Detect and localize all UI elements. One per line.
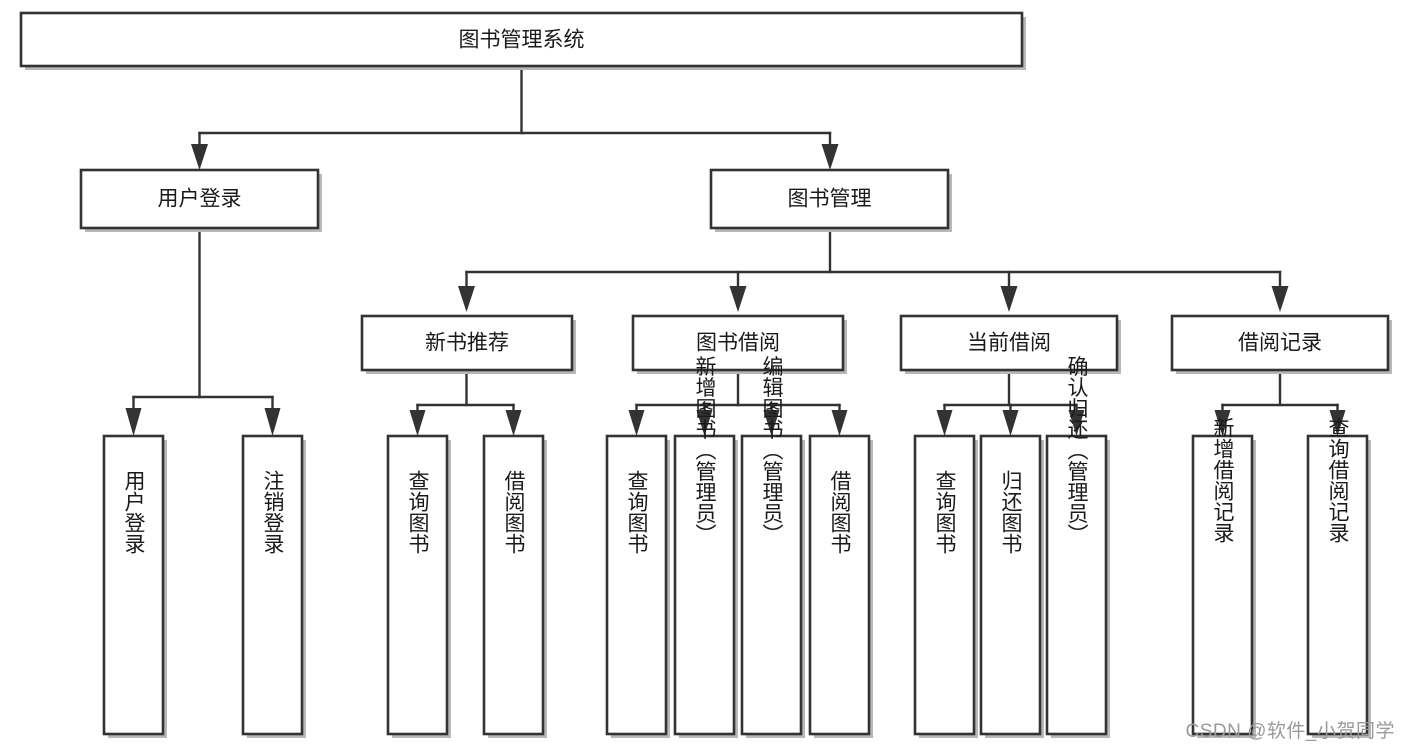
arrow-book-borrow-leaf-1 <box>628 410 645 436</box>
node-leaf-current-borrow-1[interactable]: 查询图书 <box>913 434 978 738</box>
node-leaf-current-borrow-3[interactable]: 确认归还（管理员） <box>1045 356 1110 739</box>
arrow-to-book-borrow <box>729 286 747 312</box>
node-leaf-borrow-record-2-label: 查询借阅记录 <box>1326 417 1350 543</box>
node-user-login-label: 用户登录 <box>158 188 242 211</box>
node-leaf-user-login-2[interactable]: 注销登录 <box>241 434 306 738</box>
node-leaf-borrow-record-1-label: 新增借阅记录 <box>1211 417 1235 543</box>
node-current-borrow-label: 当前借阅 <box>967 332 1051 355</box>
node-root[interactable]: 图书管理系统 <box>19 11 1026 70</box>
node-leaf-current-borrow-2[interactable]: 归还图书 <box>979 434 1044 738</box>
arrow-root-to-user-login <box>191 144 208 170</box>
node-user-login[interactable]: 用户登录 <box>79 168 322 232</box>
node-book-borrow[interactable]: 图书借阅 <box>631 314 847 374</box>
arrow-to-new-book <box>458 286 475 312</box>
node-new-book-recommend-label: 新书推荐 <box>425 332 509 355</box>
node-leaf-book-borrow-2[interactable]: 新增图书（管理员） <box>673 356 738 739</box>
node-leaf-current-borrow-3-label: 确认归还（管理员） <box>1065 356 1089 545</box>
arrow-current-borrow-leaf-3 <box>1068 410 1085 436</box>
node-borrow-record-label: 借阅记录 <box>1238 332 1322 355</box>
node-leaf-book-borrow-3[interactable]: 编辑图书（管理员） <box>740 356 805 739</box>
node-book-borrow-label: 图书借阅 <box>696 332 780 355</box>
node-book-management-label: 图书管理 <box>788 188 872 211</box>
arrow-user-login-leaf-1 <box>125 408 142 436</box>
arrow-root-to-book-mgmt <box>821 144 839 170</box>
node-leaf-book-borrow-4[interactable]: 借阅图书 <box>808 434 873 738</box>
node-leaf-new-book-1[interactable]: 查询图书 <box>386 434 451 738</box>
arrow-book-borrow-leaf-2 <box>696 410 713 436</box>
node-leaf-book-borrow-1[interactable]: 查询图书 <box>605 434 670 738</box>
arrow-user-login-leaf-2 <box>264 408 281 436</box>
connector-layer <box>125 64 1346 436</box>
node-book-management[interactable]: 图书管理 <box>709 168 952 232</box>
arrow-current-borrow-leaf-1 <box>936 410 953 436</box>
node-leaf-new-book-1-label: 查询图书 <box>406 470 430 554</box>
node-current-borrow[interactable]: 当前借阅 <box>899 314 1121 374</box>
node-root-label: 图书管理系统 <box>459 29 585 52</box>
arrow-new-book-leaf-2 <box>505 410 522 436</box>
arrow-book-borrow-leaf-3 <box>763 410 780 436</box>
node-leaf-current-borrow-2-label: 归还图书 <box>999 470 1023 554</box>
node-leaf-borrow-record-2[interactable]: 查询借阅记录 <box>1306 417 1371 738</box>
node-leaf-user-login-1[interactable]: 用户登录 <box>102 434 167 738</box>
node-leaf-book-borrow-2-label: 新增图书（管理员） <box>693 356 717 545</box>
arrow-to-current-borrow <box>1000 286 1018 312</box>
node-leaf-book-borrow-3-label: 编辑图书（管理员） <box>760 356 784 545</box>
arrow-to-borrow-record <box>1271 286 1289 312</box>
node-leaf-current-borrow-1-label: 查询图书 <box>933 470 957 554</box>
arrow-book-borrow-leaf-4 <box>831 410 848 436</box>
node-leaf-book-borrow-4-label: 借阅图书 <box>828 470 852 554</box>
node-leaf-book-borrow-1-label: 查询图书 <box>625 470 649 554</box>
node-leaf-user-login-2-label: 注销登录 <box>261 470 285 554</box>
arrow-borrow-record-leaf-2 <box>1329 410 1346 436</box>
node-borrow-record[interactable]: 借阅记录 <box>1170 314 1392 374</box>
node-leaf-new-book-2[interactable]: 借阅图书 <box>482 434 547 738</box>
arrow-current-borrow-leaf-2 <box>1002 410 1019 436</box>
node-leaf-new-book-2-label: 借阅图书 <box>502 470 526 554</box>
node-new-book-recommend[interactable]: 新书推荐 <box>360 314 576 374</box>
node-leaf-user-login-1-label: 用户登录 <box>122 470 146 554</box>
arrow-new-book-leaf-1 <box>409 410 426 436</box>
arrow-borrow-record-leaf-1 <box>1214 410 1231 436</box>
node-leaf-borrow-record-1[interactable]: 新增借阅记录 <box>1191 417 1256 738</box>
